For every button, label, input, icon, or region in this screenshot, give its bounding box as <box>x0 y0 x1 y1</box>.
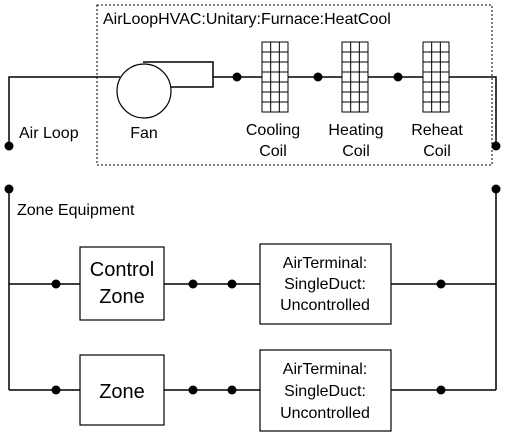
air-loop-wire-right <box>480 76 497 146</box>
row1-node-d <box>436 279 446 289</box>
unitary-system-label: AirLoopHVAC:Unitary:Furnace:HeatCool <box>103 11 391 28</box>
control-zone-box <box>79 246 165 321</box>
heating-coil-label-2: Coil <box>342 143 370 160</box>
terminal-2-label-3: Uncontrolled <box>280 405 370 422</box>
row2-node-c <box>227 385 237 395</box>
node-heating-outlet <box>393 72 403 82</box>
fan-wheel <box>116 63 172 119</box>
heating-coil-body <box>341 41 369 113</box>
terminal-2-label-1: AirTerminal: <box>283 361 367 378</box>
reheat-coil: Reheat Coil <box>411 41 463 160</box>
reheat-coil-label-1: Reheat <box>411 122 463 139</box>
cooling-coil-body <box>261 41 289 113</box>
heating-coil-label-1: Heating <box>328 122 383 139</box>
control-zone-label-2: Zone <box>99 286 145 308</box>
control-zone-label-1: Control <box>90 259 154 281</box>
air-loop-node-left <box>4 141 14 151</box>
fan-label: Fan <box>130 125 158 142</box>
heating-coil: Heating Coil <box>328 41 384 160</box>
terminal-1-box <box>259 243 392 325</box>
row1-node-a <box>51 279 61 289</box>
zone-label: Zone <box>99 381 145 403</box>
unitary-system-boundary <box>96 4 493 166</box>
air-loop-label: Air Loop <box>19 125 79 142</box>
terminal-1-label-3: Uncontrolled <box>280 297 370 314</box>
cooling-coil-label-2: Coil <box>259 143 287 160</box>
node-fan-outlet <box>232 72 242 82</box>
row2-node-a <box>51 385 61 395</box>
reheat-coil-body <box>422 41 450 113</box>
reheat-coil-label-2: Coil <box>423 143 451 160</box>
cooling-coil-label-1: Cooling <box>246 122 300 139</box>
terminal-2-box <box>259 349 392 432</box>
node-cooling-outlet <box>313 72 323 82</box>
fan: Fan <box>116 61 214 142</box>
air-loop-wire-left <box>8 76 120 146</box>
terminal-2-label-2: SingleDuct: <box>284 383 366 400</box>
fan-housing <box>143 61 214 88</box>
zone-equipment-label: Zone Equipment <box>17 202 135 219</box>
row1-node-c <box>227 279 237 289</box>
row2-node-b <box>188 385 198 395</box>
zone-box <box>79 354 165 426</box>
row2-node-d <box>436 385 446 395</box>
cooling-coil: Cooling Coil <box>246 41 300 160</box>
air-loop-node-right <box>491 141 501 151</box>
terminal-1-label-2: SingleDuct: <box>284 276 366 293</box>
row1-node-b <box>188 279 198 289</box>
terminal-1-label-1: AirTerminal: <box>283 255 367 272</box>
